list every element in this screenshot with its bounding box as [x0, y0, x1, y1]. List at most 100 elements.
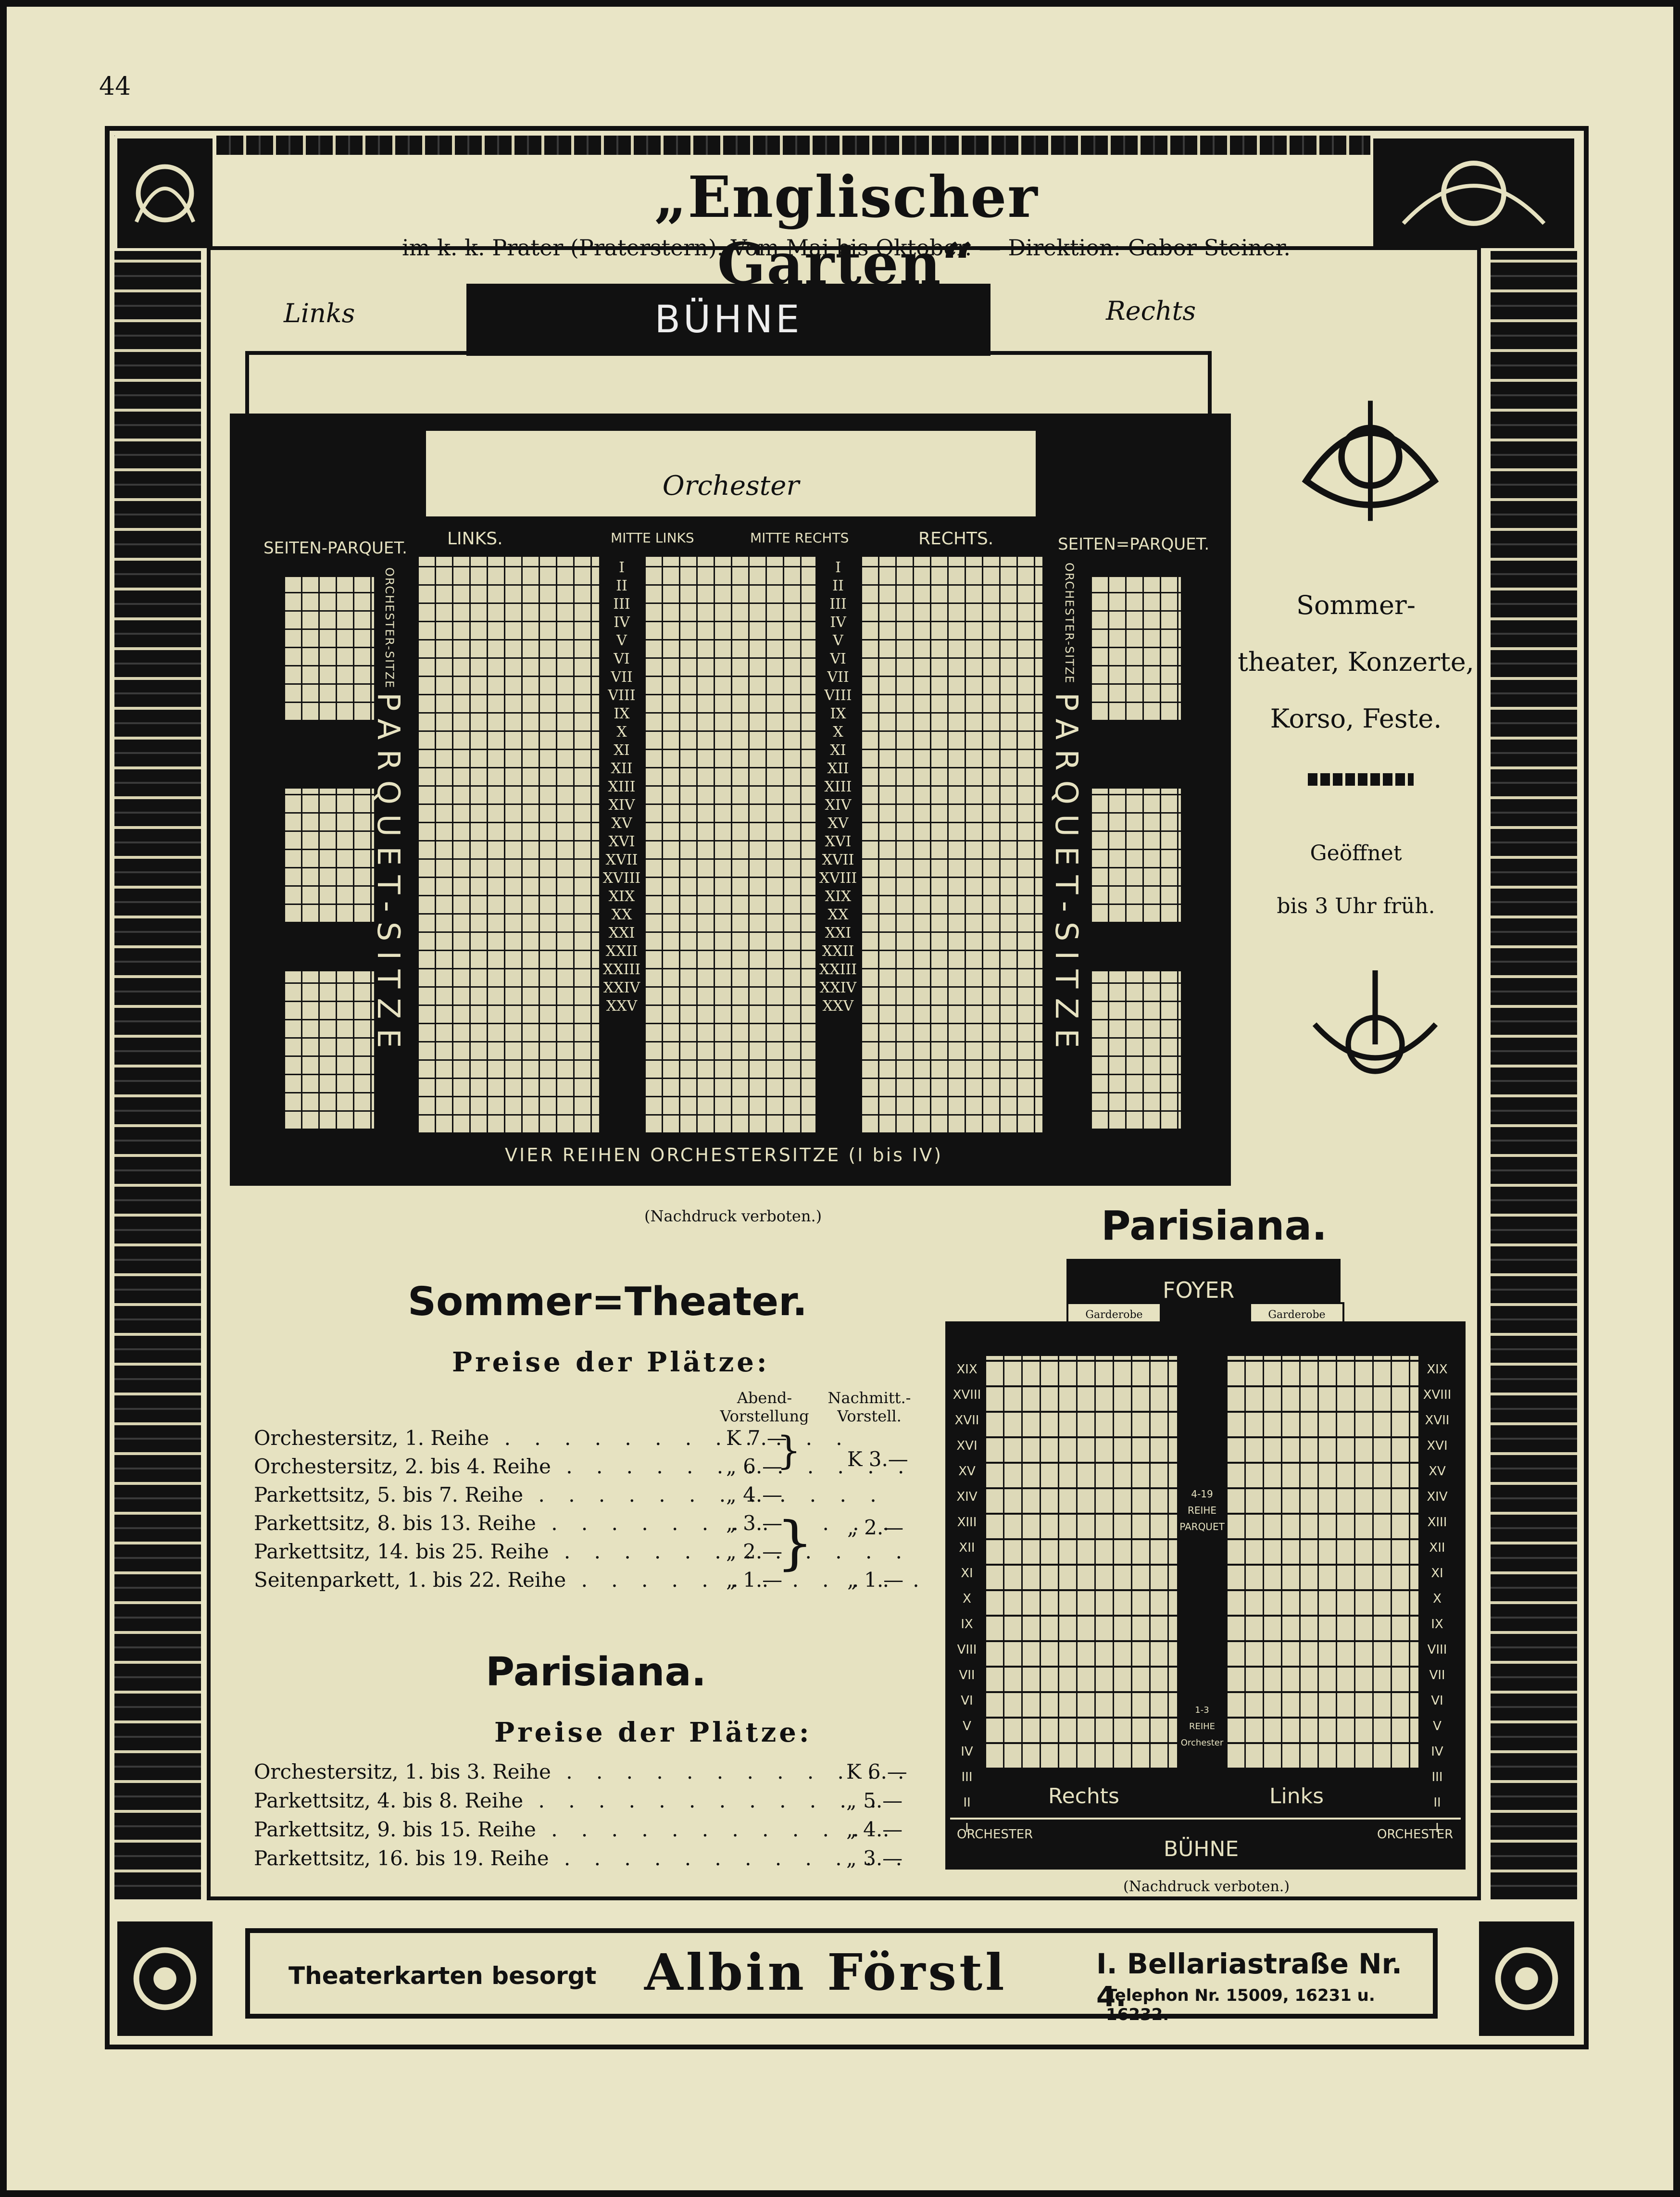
row-numeral: XXI: [608, 925, 635, 942]
parisiana-row-numeral: X: [963, 1592, 971, 1606]
parisiana-row-numeral: IX: [1431, 1617, 1443, 1632]
parisiana-row-numeral: XIV: [1427, 1490, 1448, 1504]
row-numeral: II: [616, 577, 627, 594]
parisiana-seats-right: [1226, 1356, 1418, 1770]
seats-seiten-left-bot: [284, 971, 374, 1130]
parisiana-row-numeral: XVI: [1427, 1439, 1448, 1453]
side-text: Sommer- theater, Konzerte, Korso, Feste.: [1231, 577, 1481, 747]
row-numeral: IV: [830, 614, 846, 631]
price-row-nachmitt: „ 1.—: [847, 1568, 904, 1592]
right-ornament-strip: [1491, 250, 1577, 1899]
parisiana-row-numeral: IX: [961, 1617, 973, 1632]
side-text-line: theater, Konzerte,: [1238, 647, 1474, 677]
price-row-value: „ 3.—: [726, 1511, 783, 1535]
parquet-sitze-left: PARQUET-SITZE: [370, 692, 406, 1058]
orchester-sitze-left: ORCHESTER-SITZE: [383, 567, 396, 689]
banner-address: I. Bellariastraße Nr. 4.: [1096, 1947, 1403, 2013]
parisiana-row-numeral: VIII: [957, 1643, 977, 1657]
parisiana-orchester-label: 1-3 REIHE Orchester: [1180, 1705, 1224, 1748]
row-numeral: XVI: [825, 833, 852, 850]
side-text-line: Korso, Feste.: [1270, 703, 1442, 734]
parisiana-row-numeral: XI: [1431, 1566, 1443, 1581]
row-numeral: IX: [614, 705, 630, 722]
section-links: LINKS.: [447, 529, 503, 549]
parisiana-row-numeral: VII: [959, 1668, 975, 1682]
page-number: 44: [99, 72, 131, 101]
seats-rechts: [861, 557, 1042, 1134]
price-row-label: Parkettsitz, 16. bis 19. Reihe . . . . .…: [254, 1846, 911, 1870]
row-numeral: XVII: [605, 852, 638, 868]
row-numeral: V: [833, 632, 843, 649]
row-numeral: XIII: [608, 778, 636, 795]
seats-seiten-left-top: [284, 577, 374, 721]
brace-icon: }: [777, 1428, 801, 1473]
section-mitte-links: MITTE LINKS: [611, 530, 694, 546]
row-numeral: VIII: [824, 687, 852, 704]
parisiana-row-numeral: III: [1431, 1770, 1443, 1784]
stage-label: BÜHNE: [466, 284, 990, 356]
price-row-label: Parkettsitz, 5. bis 7. Reihe . . . . . .…: [254, 1483, 885, 1507]
seats-seiten-right-bot: [1091, 971, 1181, 1130]
parisiana-row-numeral: II: [963, 1795, 971, 1810]
price-row-value: „ 3.—: [846, 1846, 903, 1870]
row-numeral: XXV: [606, 998, 638, 1015]
row-numeral: XII: [611, 760, 633, 777]
price-row-label: Orchestersitz, 1. Reihe . . . . . . . . …: [254, 1426, 851, 1450]
row-numeral: XII: [827, 760, 849, 777]
opening-line: Geöffnet: [1310, 841, 1402, 866]
parisiana-row-numeral: V: [1433, 1719, 1442, 1733]
foyer-label: FOYER: [1163, 1277, 1235, 1303]
row-numeral: XIV: [825, 797, 852, 814]
parisiana-row-numeral: IV: [1431, 1745, 1443, 1759]
row-numeral: VII: [827, 669, 849, 686]
row-numeral: XXV: [822, 998, 854, 1015]
parisiana-parquet-label: 4-19 REIHE PARQUET: [1179, 1488, 1225, 1532]
parisiana-plan-note: (Nachdruck verboten.): [1123, 1878, 1290, 1895]
row-numeral: XX: [611, 906, 632, 923]
parisiana-row-numeral: XII: [959, 1541, 975, 1555]
corner-ornament-icon: [114, 1919, 215, 2039]
parisiana-row-numeral: XIII: [1427, 1515, 1447, 1530]
price-row-value: K 7.—: [726, 1426, 787, 1450]
row-numeral: VIII: [608, 687, 636, 704]
row-numeral: XXIII: [819, 961, 857, 978]
col-head-nachmitt: Nachmitt.- Vorstell.: [827, 1389, 911, 1425]
brace-icon: }: [777, 1510, 814, 1577]
price-row-label: Parkettsitz, 14. bis 25. Reihe . . . . .…: [254, 1540, 911, 1563]
row-numeral: XVIII: [602, 870, 641, 887]
section-seiten-parquet-right: SEITEN=PARQUET.: [1058, 535, 1210, 554]
row-numeral: I: [835, 559, 841, 576]
parisiana-row-numeral: IV: [961, 1745, 973, 1759]
stage-line: [950, 1818, 1461, 1820]
row-numeral: XI: [830, 742, 846, 759]
row-numeral: XI: [614, 742, 630, 759]
page-title: „Englischer Garten“: [654, 163, 1039, 297]
seats-seiten-right-mid: [1091, 789, 1181, 923]
row-numeral: XXIV: [819, 979, 857, 996]
row-numeral: X: [616, 724, 627, 741]
nachmitt-group-2: „ 2.—: [847, 1516, 904, 1539]
row-numeral: XXII: [822, 943, 854, 960]
price-row-value: „ 1.—: [726, 1568, 783, 1592]
opening-hours: Geöffnet bis 3 Uhr früh.: [1231, 827, 1481, 933]
row-numeral: XIX: [608, 888, 635, 905]
price-row-value: „ 4.—: [726, 1483, 783, 1507]
knot-ornament-icon: [1289, 385, 1452, 529]
ad-banner: Theaterkarten besorgt Albin Förstl I. Be…: [245, 1928, 1438, 2024]
row-numeral: XIV: [608, 797, 635, 814]
parisiana-links: Links: [1269, 1784, 1324, 1808]
row-numeral: XV: [827, 815, 849, 832]
row-numeral: XXII: [605, 943, 638, 960]
parisiana-row-numeral: X: [1433, 1592, 1442, 1606]
row-numeral: IV: [614, 614, 630, 631]
top-ornament-strip: [216, 136, 1471, 155]
corner-ornament-icon: [1370, 136, 1577, 251]
price-row-label: Parkettsitz, 9. bis 15. Reihe . . . . . …: [254, 1818, 898, 1841]
price-row-label: Orchestersitz, 1. bis 3. Reihe . . . . .…: [254, 1760, 913, 1783]
nachmitt-group-1: K 3.—: [847, 1447, 908, 1471]
parisiana-row-numeral: VI: [1431, 1694, 1443, 1708]
parisiana-orchester-left: ORCHESTER: [957, 1827, 1033, 1842]
row-numeral: V: [616, 632, 627, 649]
parisiana-prices-heading: Preise der Plätze:: [494, 1717, 812, 1748]
